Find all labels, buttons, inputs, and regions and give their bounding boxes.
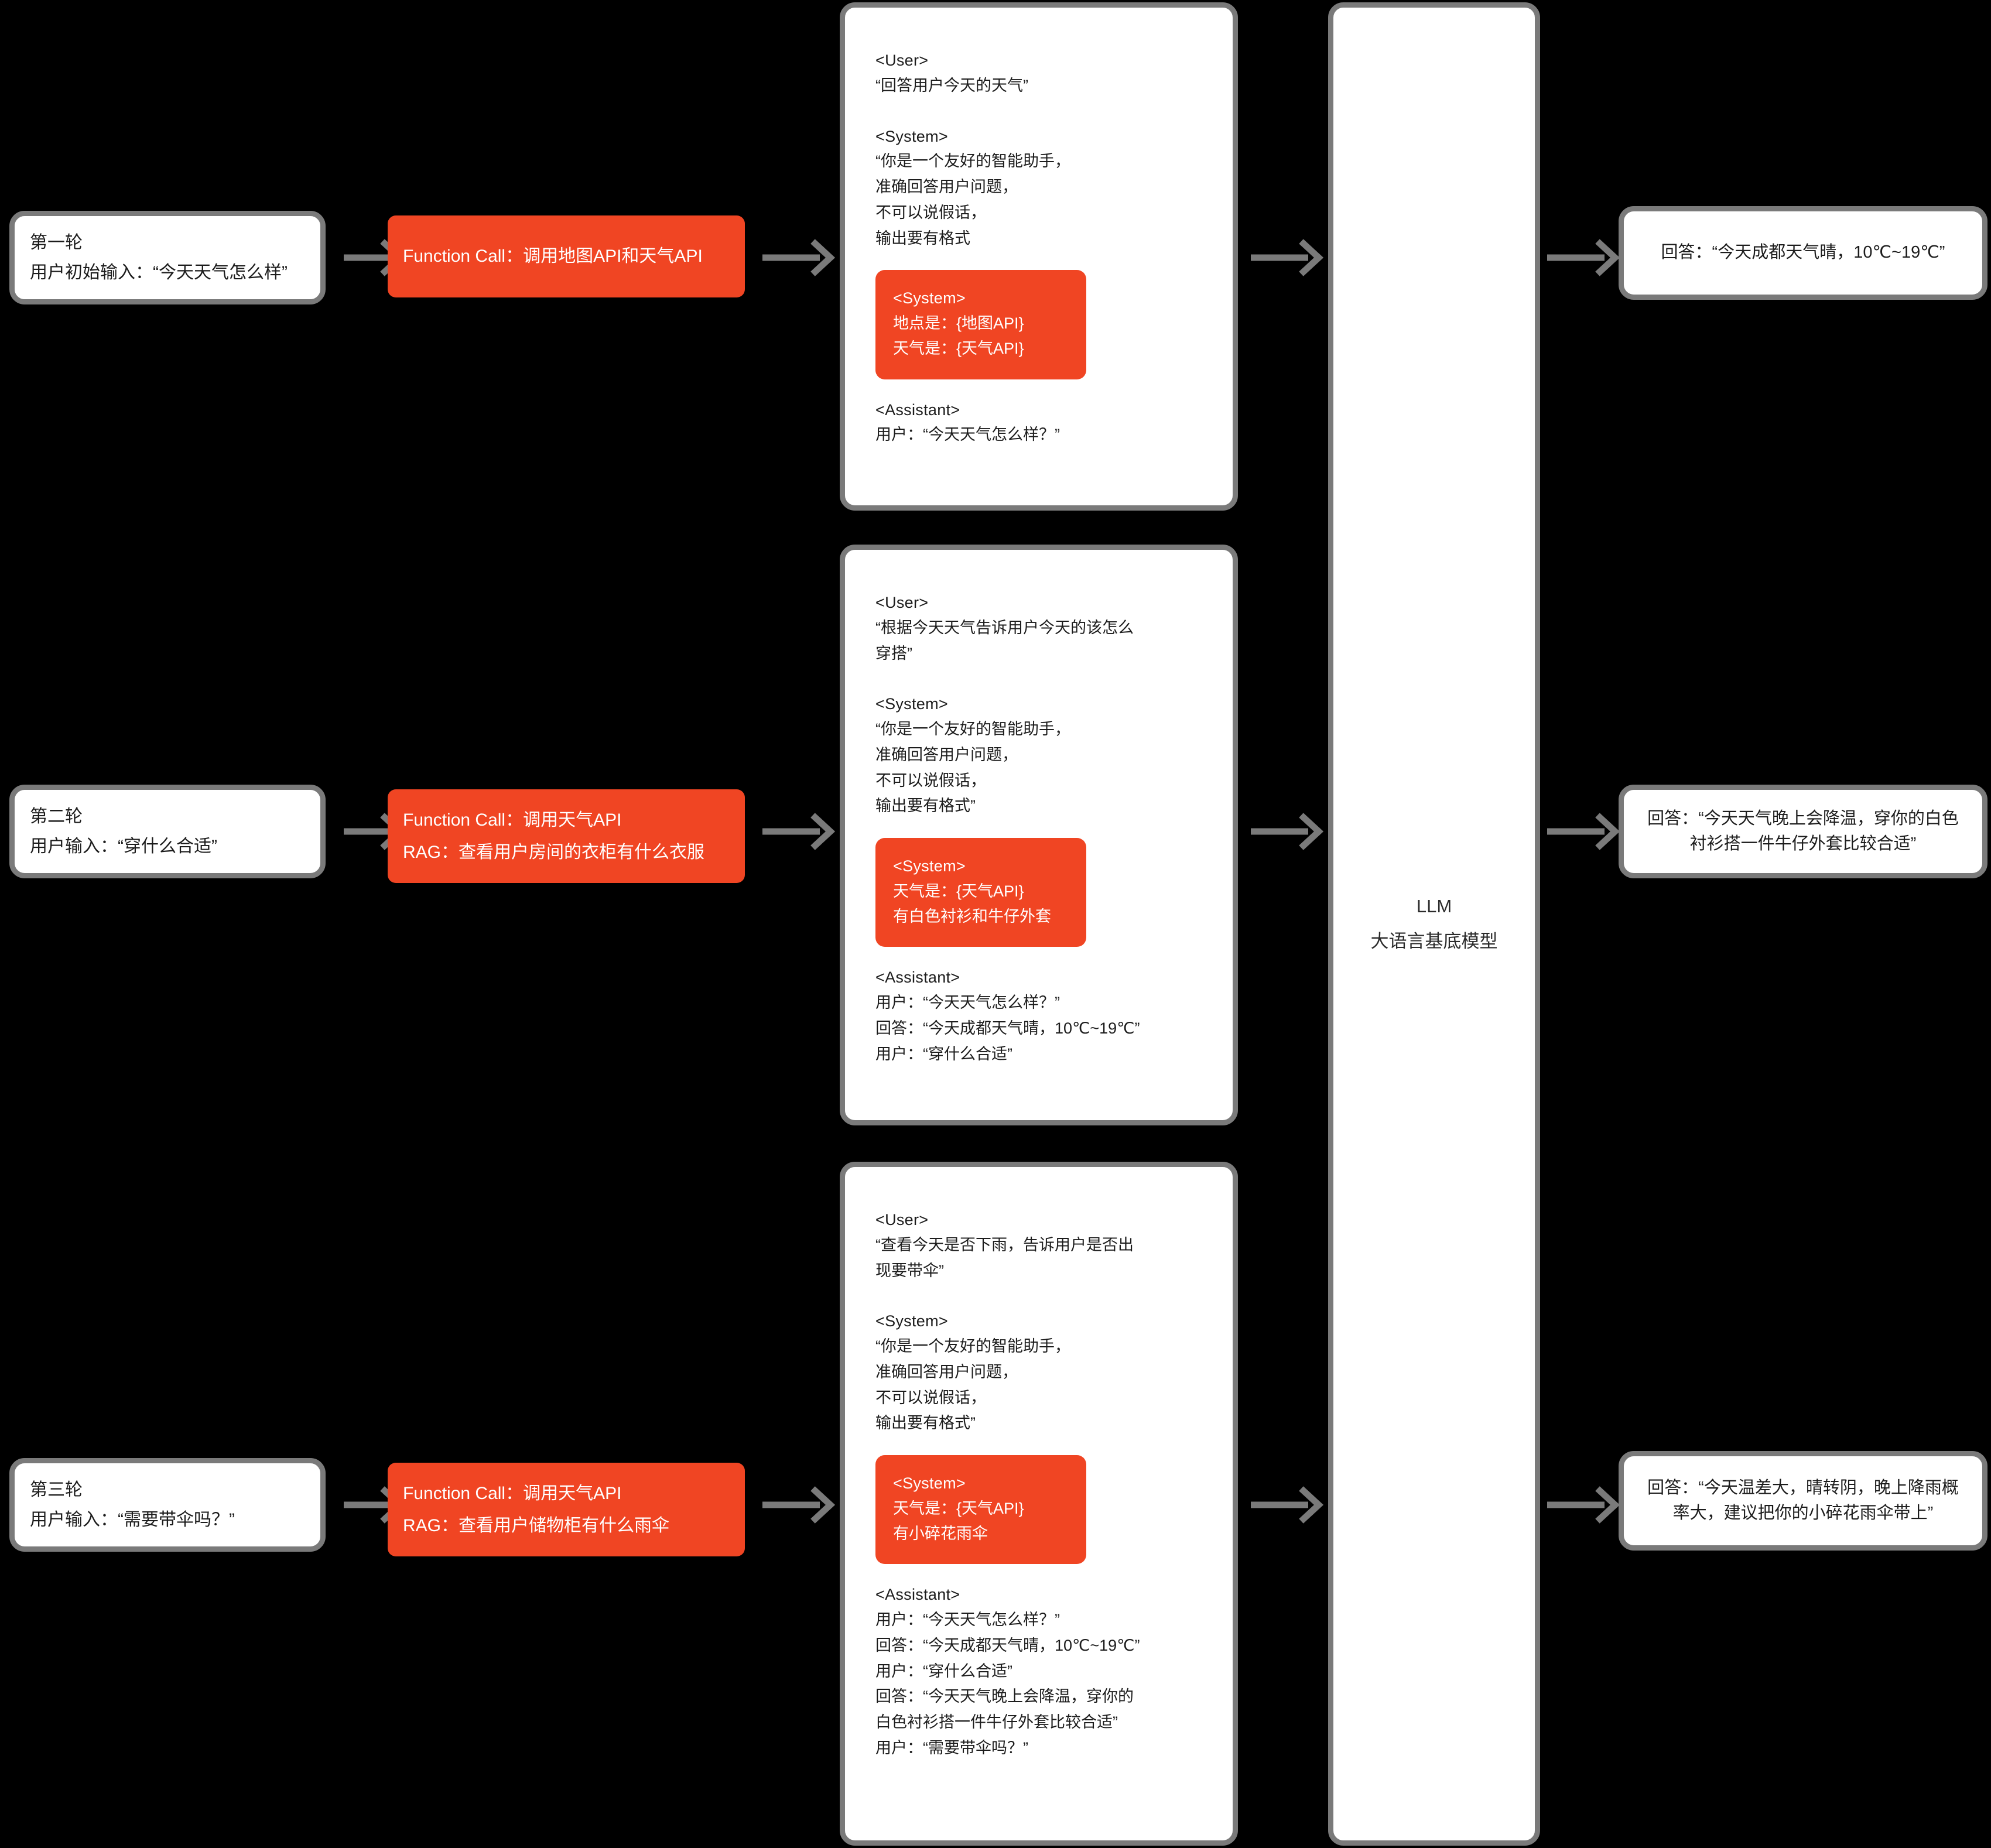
spacer bbox=[875, 251, 1202, 266]
round-1-answer-text: 回答：“今天成都天气晴，10℃~19℃” bbox=[1661, 243, 1945, 262]
arrow-round-2-prompt-to-llm bbox=[1250, 813, 1326, 850]
round-1-assistant-role: <Assistant> bbox=[875, 401, 960, 419]
round-2-function-call-box: Function Call：调用天气API RAG：查看用户房间的衣柜有什么衣服 bbox=[388, 789, 745, 883]
round-3-function-call-box: Function Call：调用天气API RAG：查看用户储物柜有什么雨伞 bbox=[388, 1463, 745, 1556]
round-3-fc-line-1: Function Call：调用天气API bbox=[403, 1483, 622, 1503]
round-2-injected-context-block: <System> 天气是：{天气API} 有白色衬衫和牛仔外套 bbox=[875, 838, 1086, 947]
round-2-answer-box: 回答：“今天天气晚上会降温，穿你的白色衬衫搭一件牛仔外套比较合适” bbox=[1619, 785, 1987, 878]
round-3-label: 第三轮 bbox=[30, 1480, 83, 1500]
round-1-user-input: 用户初始输入：“今天天气怎么样” bbox=[30, 263, 288, 282]
round-3-assistant-segment: <Assistant> 用户：“今天天气怎么样？” 回答：“今天成都天气晴，10… bbox=[875, 1583, 1202, 1761]
round-2-user-segment: <User> “根据今天天气告诉用户今天的该怎么 穿搭” bbox=[875, 591, 1202, 666]
round-3-assistant-role: <Assistant> bbox=[875, 1586, 960, 1604]
round-3-system-segment: <System> “你是一个友好的智能助手， 准确回答用户问题， 不可以说假话，… bbox=[875, 1309, 1202, 1436]
round-1-input-box: 第一轮 用户初始输入：“今天天气怎么样” bbox=[9, 211, 326, 304]
round-1-function-call-box: Function Call：调用地图API和天气API bbox=[388, 215, 745, 297]
round-1-user-segment: <User> “回答用户今天的天气” bbox=[875, 49, 1202, 99]
round-3-answer-box: 回答：“今天温差大，晴转阴，晚上降雨概率大，建议把你的小碎花雨伞带上” bbox=[1619, 1451, 1987, 1551]
round-3-answer-text: 回答：“今天温差大，晴转阴，晚上降雨概率大，建议把你的小碎花雨伞带上” bbox=[1647, 1478, 1959, 1523]
round-3-injected-context-block: <System> 天气是：{天气API} 有小碎花雨伞 bbox=[875, 1455, 1086, 1565]
round-1-injected-role: <System> bbox=[893, 289, 966, 307]
spacer bbox=[875, 99, 1202, 125]
round-3-user-input: 用户输入：“需要带伞吗？” bbox=[30, 1510, 235, 1529]
round-2-fc-line-1: Function Call：调用天气API bbox=[403, 810, 622, 830]
spacer bbox=[875, 819, 1202, 834]
round-3-user-text: “查看今天是否下雨，告诉用户是否出 现要带伞” bbox=[875, 1236, 1134, 1279]
round-1-injected-context-block: <System> 地点是：{地图API} 天气是：{天气API} bbox=[875, 270, 1086, 379]
spacer bbox=[875, 383, 1202, 398]
round-2-prompt-box: <User> “根据今天天气告诉用户今天的该怎么 穿搭” <System> “你… bbox=[840, 545, 1238, 1125]
round-2-system-segment: <System> “你是一个友好的智能助手， 准确回答用户问题， 不可以说假话，… bbox=[875, 692, 1202, 819]
spacer bbox=[875, 1284, 1202, 1309]
round-3-injected-role: <System> bbox=[893, 1474, 966, 1493]
spacer bbox=[875, 950, 1202, 966]
round-2-fc-line-2: RAG：查看用户房间的衣柜有什么衣服 bbox=[403, 843, 705, 862]
arrow-round-3-prompt-to-llm bbox=[1250, 1486, 1326, 1524]
round-3-injected-text: 天气是：{天气API} 有小碎花雨伞 bbox=[893, 1499, 1024, 1543]
round-2-input-box: 第二轮 用户输入：“穿什么合适” bbox=[9, 785, 326, 878]
round-1-assistant-text: 用户：“今天天气怎么样？” bbox=[875, 426, 1060, 444]
llm-subtitle: 大语言基底模型 bbox=[1370, 930, 1498, 952]
round-2-injected-role: <System> bbox=[893, 857, 966, 875]
round-1-system-text: “你是一个友好的智能助手， 准确回答用户问题， 不可以说假话， 输出要有格式 bbox=[875, 152, 1070, 247]
round-3-input-box: 第三轮 用户输入：“需要带伞吗？” bbox=[9, 1458, 326, 1552]
round-3-assistant-text: 用户：“今天天气怎么样？” 回答：“今天成都天气晴，10℃~19℃” 用户：“穿… bbox=[875, 1611, 1140, 1757]
arrow-round-1-fc-to-prompt bbox=[761, 239, 837, 276]
round-3-system-text: “你是一个友好的智能助手， 准确回答用户问题， 不可以说假话， 输出要有格式” bbox=[875, 1337, 1070, 1432]
arrow-round-1-prompt-to-llm bbox=[1250, 239, 1326, 276]
round-3-user-segment: <User> “查看今天是否下雨，告诉用户是否出 现要带伞” bbox=[875, 1208, 1202, 1284]
round-3-prompt-box: <User> “查看今天是否下雨，告诉用户是否出 现要带伞” <System> … bbox=[840, 1162, 1238, 1846]
round-2-label: 第二轮 bbox=[30, 806, 83, 826]
arrow-round-2-fc-to-prompt bbox=[761, 813, 837, 850]
round-1-user-text: “回答用户今天的天气” bbox=[875, 76, 1028, 94]
spacer bbox=[875, 1568, 1202, 1583]
round-2-assistant-segment: <Assistant> 用户：“今天天气怎么样？” 回答：“今天成都天气晴，10… bbox=[875, 966, 1202, 1067]
round-1-injected-text: 地点是：{地图API} 天气是：{天气API} bbox=[893, 314, 1024, 358]
round-1-assistant-segment: <Assistant> 用户：“今天天气怎么样？” bbox=[875, 398, 1202, 449]
round-2-injected-text: 天气是：{天气API} 有白色衬衫和牛仔外套 bbox=[893, 882, 1051, 926]
round-2-system-text: “你是一个友好的智能助手， 准确回答用户问题， 不可以说假话， 输出要有格式” bbox=[875, 720, 1070, 815]
round-1-fc-line-1: Function Call：调用地图API和天气API bbox=[403, 247, 703, 266]
round-2-user-input: 用户输入：“穿什么合适” bbox=[30, 837, 217, 856]
round-2-user-role: <User> bbox=[875, 594, 929, 611]
round-2-assistant-role: <Assistant> bbox=[875, 969, 960, 987]
round-1-system-segment: <System> “你是一个友好的智能助手， 准确回答用户问题， 不可以说假话，… bbox=[875, 125, 1202, 252]
spacer bbox=[875, 1436, 1202, 1452]
arrow-round-2-llm-to-answer bbox=[1546, 813, 1622, 850]
round-2-assistant-text: 用户：“今天天气怎么样？” 回答：“今天成都天气晴，10℃~19℃” 用户：“穿… bbox=[875, 994, 1140, 1063]
arrow-round-3-fc-to-prompt bbox=[761, 1486, 837, 1524]
arrow-round-1-llm-to-answer bbox=[1546, 239, 1622, 276]
round-3-user-role: <User> bbox=[875, 1211, 929, 1228]
round-1-answer-box: 回答：“今天成都天气晴，10℃~19℃” bbox=[1619, 206, 1987, 300]
llm-title: LLM bbox=[1416, 895, 1452, 916]
round-2-system-role: <System> bbox=[875, 695, 948, 713]
round-1-system-role: <System> bbox=[875, 127, 948, 145]
round-3-fc-line-2: RAG：查看用户储物柜有什么雨伞 bbox=[403, 1516, 670, 1535]
spacer bbox=[875, 666, 1202, 692]
round-1-label: 第一轮 bbox=[30, 232, 83, 252]
round-1-prompt-box: <User> “回答用户今天的天气” <System> “你是一个友好的智能助手… bbox=[840, 2, 1238, 511]
llm-box: LLM 大语言基底模型 bbox=[1328, 2, 1540, 1846]
round-2-user-text: “根据今天天气告诉用户今天的该怎么 穿搭” bbox=[875, 618, 1134, 662]
round-1-user-role: <User> bbox=[875, 52, 929, 69]
arrow-round-3-llm-to-answer bbox=[1546, 1486, 1622, 1524]
round-3-system-role: <System> bbox=[875, 1312, 948, 1330]
round-2-answer-text: 回答：“今天天气晚上会降温，穿你的白色衬衫搭一件牛仔外套比较合适” bbox=[1647, 809, 1959, 854]
